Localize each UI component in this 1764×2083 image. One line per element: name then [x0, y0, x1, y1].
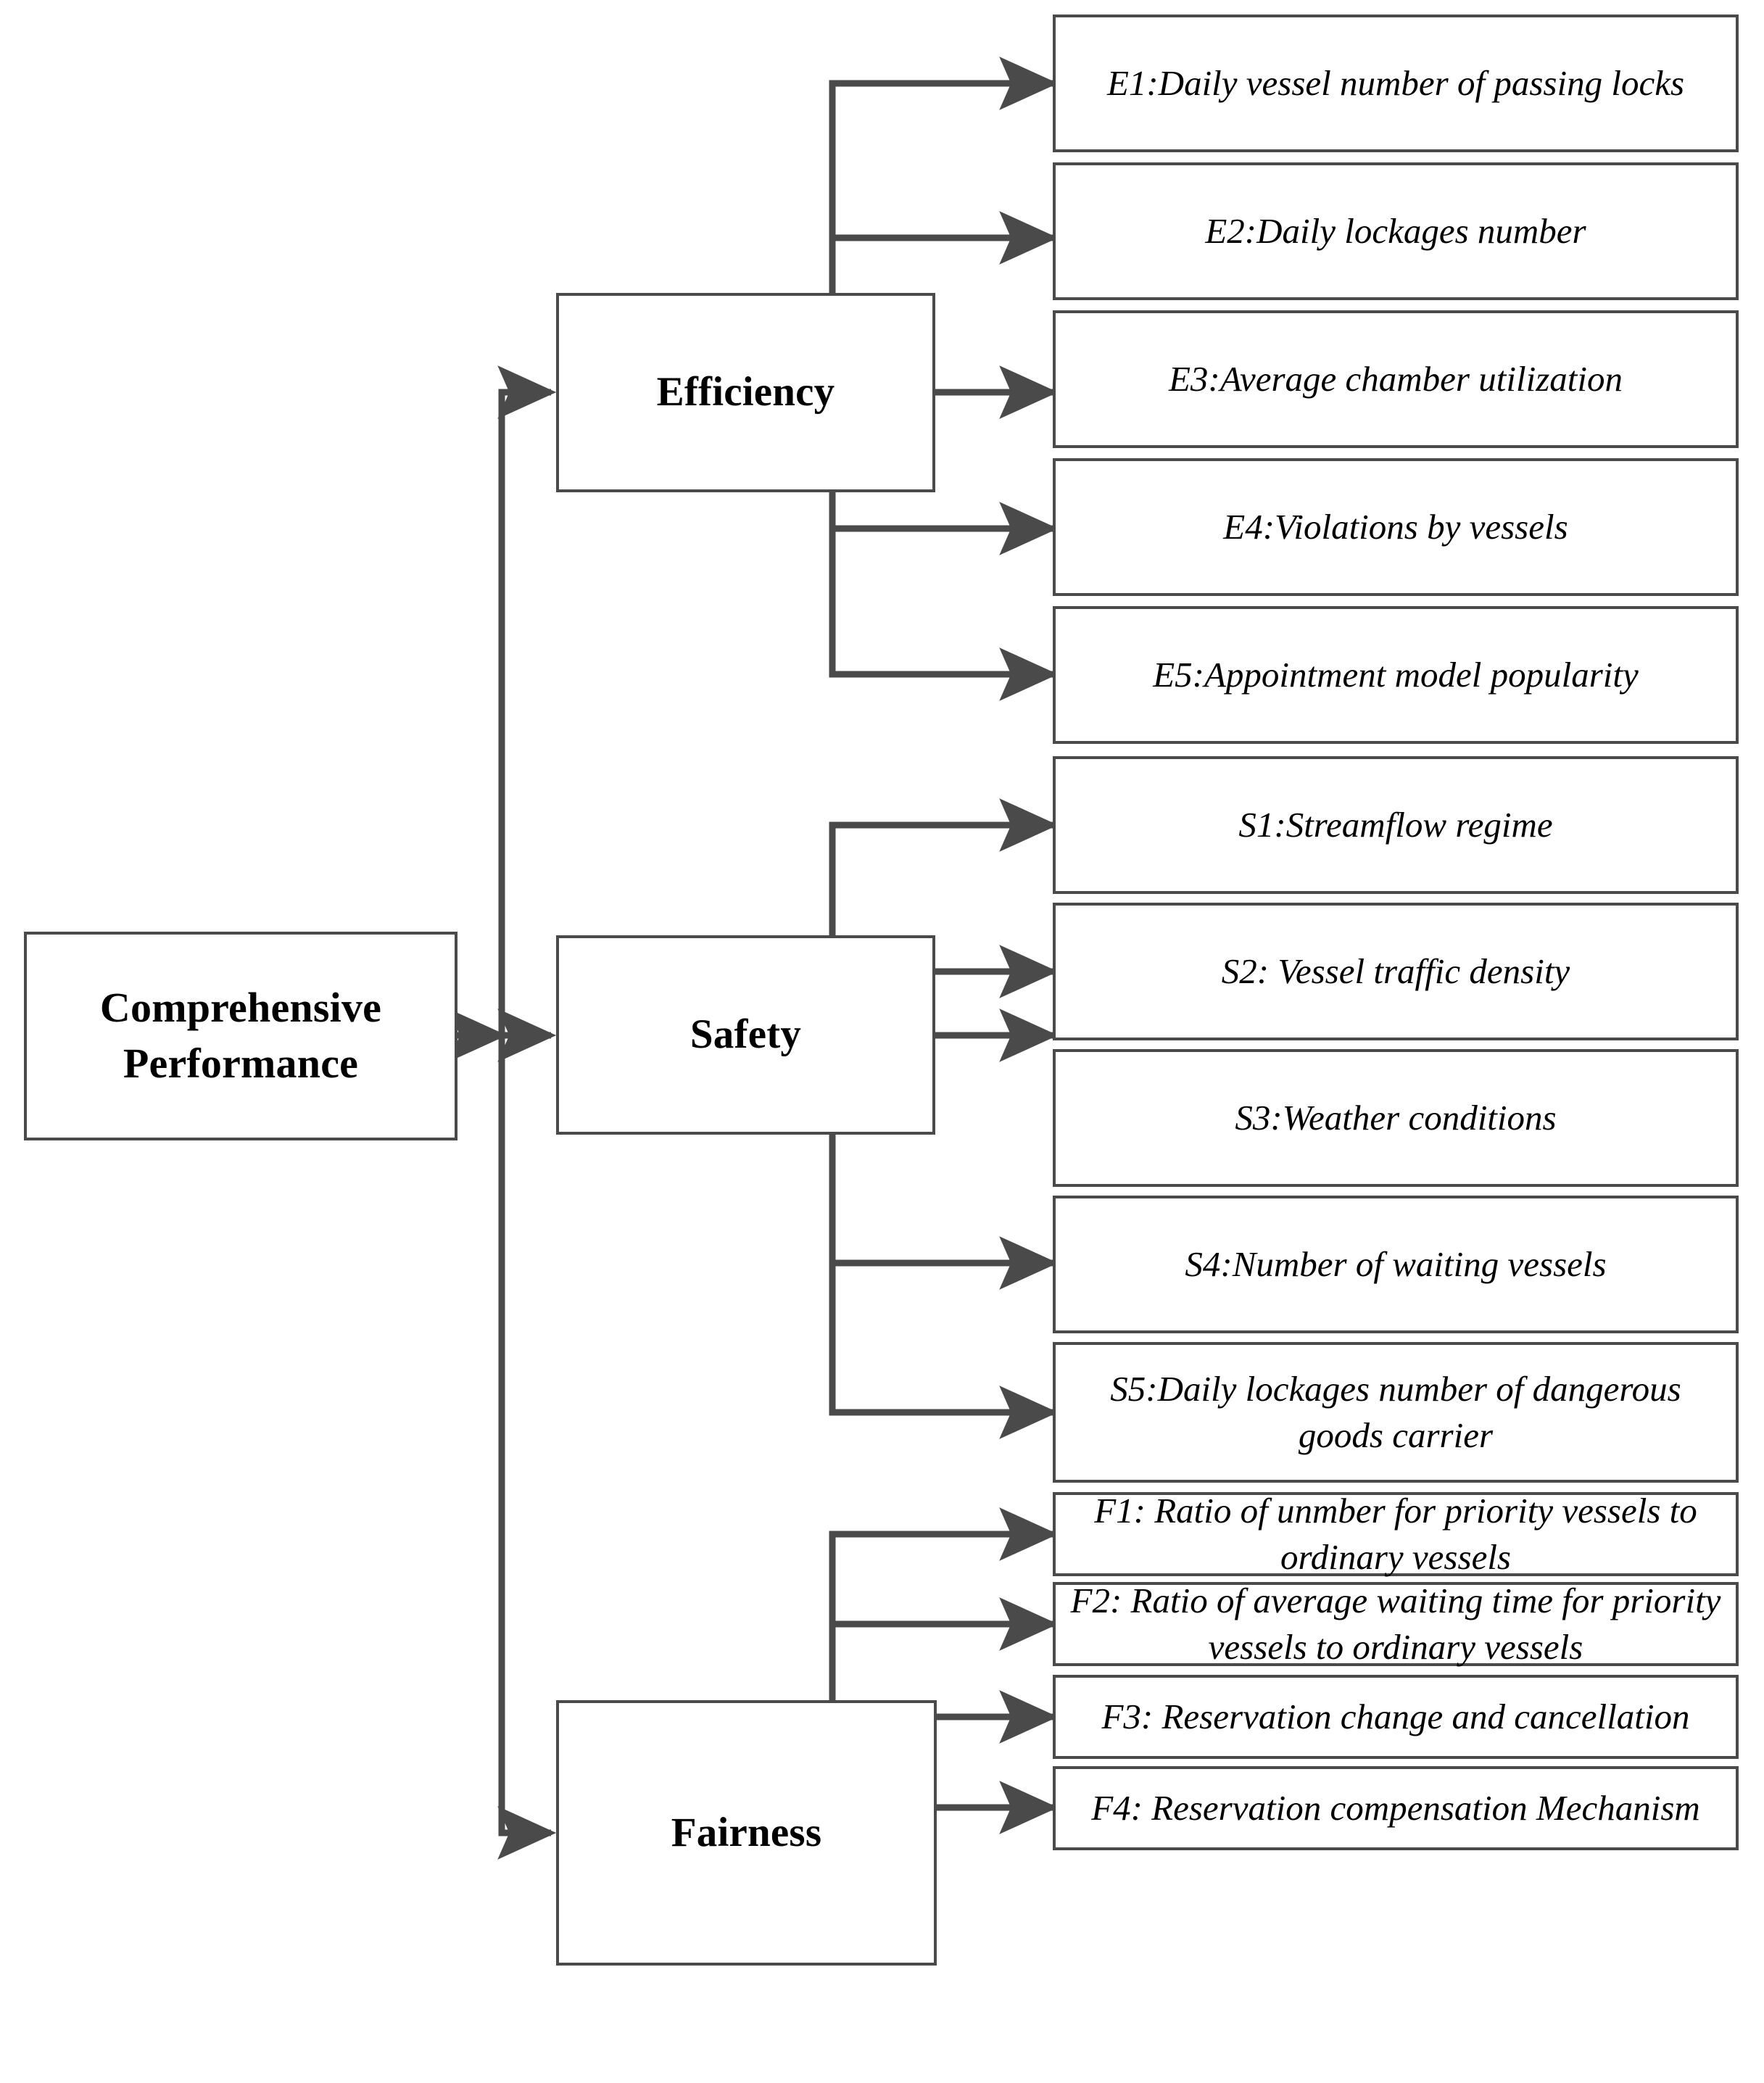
node-indicator-e1[interactable]: E1:Daily vessel number of passing locks [1053, 15, 1739, 152]
indicator-label: E5:Appointment model popularity [1153, 655, 1639, 695]
indicator-label: S4:Number of waiting vessels [1185, 1244, 1607, 1285]
node-indicator-f3[interactable]: F3: Reservation change and cancellation [1053, 1675, 1739, 1759]
node-indicator-s3[interactable]: S3:Weather conditions [1053, 1049, 1739, 1187]
node-indicator-s2[interactable]: S2: Vessel traffic density [1053, 903, 1739, 1040]
node-label: Safety [690, 1011, 802, 1058]
indicator-label: S5:Daily lockages number of dangerous go… [1110, 1369, 1681, 1455]
node-indicator-e2[interactable]: E2:Daily lockages number [1053, 162, 1739, 300]
indicator-label: F1: Ratio of unmber for priority vessels… [1094, 1491, 1697, 1577]
node-indicator-e4[interactable]: E4:Violations by vessels [1053, 458, 1739, 596]
node-fairness[interactable]: Fairness [556, 1700, 937, 1966]
indicator-label: F3: Reservation change and cancellation [1101, 1697, 1690, 1737]
indicator-label: E3:Average chamber utilization [1169, 359, 1623, 399]
indicator-label: S2: Vessel traffic density [1221, 951, 1570, 992]
node-indicator-s5[interactable]: S5:Daily lockages number of dangerous go… [1053, 1342, 1739, 1483]
node-label: Comprehensive Performance [99, 984, 382, 1087]
node-safety[interactable]: Safety [556, 935, 935, 1135]
node-indicator-e3[interactable]: E3:Average chamber utilization [1053, 310, 1739, 448]
indicator-label: S3:Weather conditions [1235, 1098, 1557, 1138]
node-label: Fairness [671, 1809, 822, 1855]
node-indicator-f4[interactable]: F4: Reservation compensation Mechanism [1053, 1766, 1739, 1850]
indicator-label: F2: Ratio of average waiting time for pr… [1070, 1581, 1721, 1667]
indicator-label: E1:Daily vessel number of passing locks [1106, 63, 1685, 104]
node-indicator-f2[interactable]: F2: Ratio of average waiting time for pr… [1053, 1581, 1739, 1667]
node-comprehensive-performance[interactable]: Comprehensive Performance [24, 932, 457, 1140]
indicator-label: F4: Reservation compensation Mechanism [1091, 1788, 1700, 1829]
node-indicator-s4[interactable]: S4:Number of waiting vessels [1053, 1196, 1739, 1333]
node-indicator-f1[interactable]: F1: Ratio of unmber for priority vessels… [1053, 1491, 1739, 1577]
node-indicator-s1[interactable]: S1:Streamflow regime [1053, 756, 1739, 894]
indicator-label: S1:Streamflow regime [1238, 805, 1553, 845]
node-label: Efficiency [656, 369, 835, 415]
node-efficiency[interactable]: Efficiency [556, 293, 935, 492]
indicator-label: E2:Daily lockages number [1205, 211, 1586, 252]
node-indicator-e5[interactable]: E5:Appointment model popularity [1053, 606, 1739, 744]
indicator-label: E4:Violations by vessels [1223, 507, 1568, 547]
